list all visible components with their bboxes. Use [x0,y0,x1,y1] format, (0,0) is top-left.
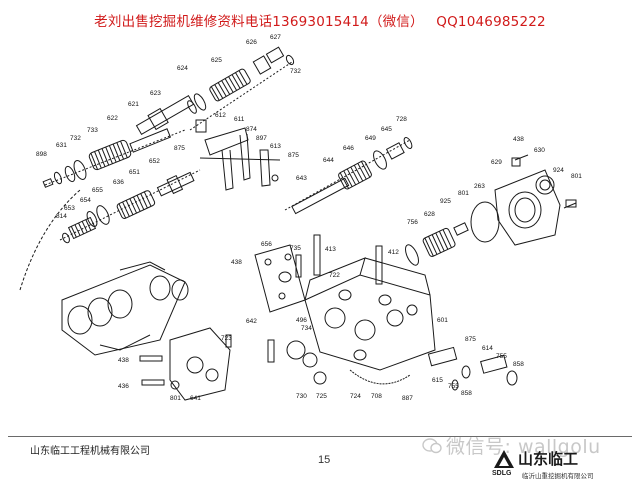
part-label: 887 [402,395,413,402]
part-label: 496 [296,317,307,324]
part-label: 438 [118,357,129,364]
top-banner: 老刘出售挖掘机维修资料电话13693015414（微信） QQ104698522… [0,10,640,34]
wechat-icon [422,438,442,454]
part-label: 624 [177,65,188,72]
page-number: 15 [318,454,331,466]
part-label: 630 [534,147,545,154]
footer-divider [8,436,632,437]
part-label: 436 [118,383,129,390]
part-label: 801 [458,190,469,197]
part-label: 730 [296,393,307,400]
part-label: 643 [296,175,307,182]
slide-footer: 山东临工工程机械有限公司 15 微信号: wallgolu 山东临工 SDLG … [0,430,640,480]
part-label: 735 [290,245,301,252]
part-label: 614 [482,345,493,352]
part-label: 644 [323,157,334,164]
right-lower-parts [427,346,518,391]
sdlg-logo-mark-icon [494,450,514,468]
part-label: 646 [343,145,354,152]
part-label: 629 [491,159,502,166]
part-label: 626 [246,39,257,46]
part-label: 858 [513,361,524,368]
sdlg-logo: 山东临工 SDLG 临沂山重挖掘机有限公司 [492,448,612,480]
part-label: 924 [553,167,564,174]
right-cover-assembly [470,154,577,246]
part-label: 642 [246,318,257,325]
part-label: 708 [371,393,382,400]
part-label: 733 [87,127,98,134]
part-label: 654 [80,197,91,204]
part-label: 755 [496,353,507,360]
part-label: 656 [261,241,272,248]
part-label: 636 [113,179,124,186]
part-label: 615 [432,377,443,384]
part-label: 652 [149,158,160,165]
part-label: 622 [107,115,118,122]
part-label: 612 [215,112,226,119]
part-label: 653 [64,205,75,212]
part-label: 732 [70,135,81,142]
solenoid-valve-block [19,189,189,356]
banner-qq: QQ1046985222 [436,14,546,30]
part-label: 756 [407,219,418,226]
main-valve-body [304,257,436,385]
part-label: 413 [325,246,336,253]
part-label: 412 [388,249,399,256]
upper-spool-assembly [135,46,295,136]
part-label: 621 [128,101,139,108]
small-valve-block [139,327,231,401]
part-label: 728 [396,116,407,123]
lower-small-parts [225,334,327,385]
part-label: 874 [246,126,257,133]
part-label: 628 [424,211,435,218]
part-label: 801 [571,173,582,180]
part-label: 898 [36,151,47,158]
part-label: 627 [270,34,281,41]
part-label: 601 [437,317,448,324]
logo-en: SDLG [492,470,512,477]
middle-spool-assembly [284,137,413,215]
part-label: 438 [513,136,524,143]
part-label: 925 [440,198,451,205]
logo-subtitle: 临沂山重挖掘机有限公司 [522,472,594,480]
part-label: 623 [150,90,161,97]
part-label: 755 [448,383,459,390]
part-label: 875 [174,145,185,152]
part-label: 645 [381,126,392,133]
part-label: 875 [288,152,299,159]
part-label: 263 [474,183,485,190]
part-number-labels: 626 627 732 625 624 623 621 622 733 732 … [36,34,582,402]
exploded-parts-diagram: 626 627 732 625 624 623 621 622 733 732 … [19,34,582,402]
wechat-watermark: 微信号: wallgolu [446,436,601,458]
right-spool-assembly [405,222,469,266]
part-label: 722 [329,272,340,279]
lower-left-spool-assembly [59,169,201,244]
part-label: 649 [365,135,376,142]
part-label: 613 [270,143,281,150]
part-label: 438 [231,259,242,266]
part-label: 631 [56,142,67,149]
part-label: 732 [290,68,301,75]
part-label: 625 [211,57,222,64]
part-label: 875 [465,336,476,343]
part-label: 655 [92,187,103,194]
banner-text: 老刘出售挖掘机维修资料电话13693015414（微信） [94,14,424,30]
part-label: 814 [56,213,67,220]
part-label: 641 [190,395,201,402]
part-label: 611 [234,116,245,123]
part-label: 858 [461,390,472,397]
part-label: 897 [256,135,267,142]
part-label: 725 [316,393,327,400]
cover-plate-assembly [254,234,383,313]
part-label: 723 [221,335,232,342]
part-label: 801 [170,395,181,402]
logo-name: 山东临工 [518,450,579,468]
company-name: 山东临工工程机械有限公司 [30,446,150,457]
lever-linkage [195,119,281,191]
part-label: 651 [129,169,140,176]
left-spool-assembly [42,128,186,188]
part-label: 724 [350,393,361,400]
part-label: 734 [301,325,312,332]
